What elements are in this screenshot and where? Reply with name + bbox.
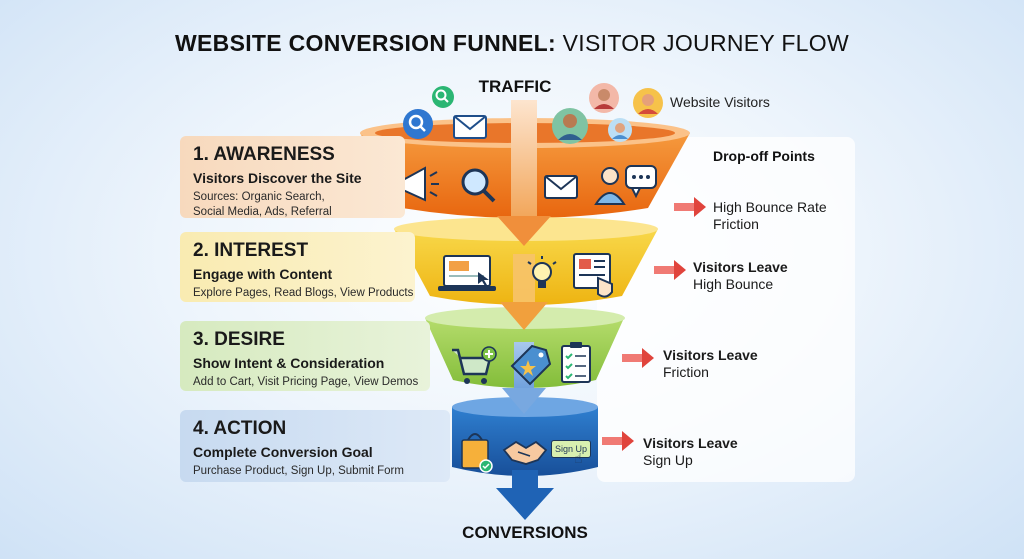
drop-off-line: Friction — [663, 364, 709, 380]
stage-subtitle: Complete Conversion Goal — [193, 444, 373, 460]
drop-off-line: Visitors Leave — [663, 347, 758, 363]
drop-off-arrow — [654, 260, 686, 280]
stage-action-card: 4. ACTION Complete Conversion Goal Purch… — [180, 410, 450, 482]
stage-detail: Purchase Product, Sign Up, Submit Form — [193, 465, 404, 477]
page-title: WEBSITE CONVERSION FUNNEL: VISITOR JOURN… — [0, 30, 1024, 57]
lightbulb-icon — [527, 256, 557, 288]
stage-detail: Sources: Organic Search, Social Media, A… — [193, 190, 405, 220]
stage-title: 4. ACTION — [193, 418, 287, 439]
drop-off-label: Visitors Leave High Bounce — [693, 259, 788, 293]
title-bold: WEBSITE CONVERSION FUNNEL: — [175, 30, 556, 56]
drop-off-arrow — [602, 431, 634, 451]
handshake-icon — [502, 440, 548, 465]
avatar-icon — [552, 108, 588, 144]
stage-subtitle: Engage with Content — [193, 266, 333, 282]
avatar-icon — [633, 88, 663, 118]
stage-detail: Explore Pages, Read Blogs, View Products — [193, 287, 414, 299]
stage-title: 1. AWARENESS — [193, 144, 335, 165]
drop-off-line: Visitors Leave — [693, 259, 788, 275]
drop-off-arrow — [674, 197, 706, 217]
avatar-icon — [589, 83, 619, 113]
drop-off-label: Visitors Leave Sign Up — [643, 435, 738, 469]
email-icon — [544, 175, 578, 199]
chat-icon — [625, 165, 657, 199]
checklist-icon — [561, 342, 591, 383]
stage-subtitle: Visitors Discover the Site — [193, 170, 362, 186]
stage-title: 2. INTEREST — [193, 240, 309, 261]
sign-up-button-label: Sign Up — [554, 444, 588, 454]
drop-off-label: High Bounce Rate Friction — [713, 199, 827, 233]
price-tag-icon — [510, 344, 552, 386]
drop-off-line: Visitors Leave — [643, 435, 738, 451]
avatar-icon — [594, 167, 626, 205]
email-icon — [453, 115, 487, 139]
stage-title: 3. DESIRE — [193, 329, 285, 350]
drop-off-line: High Bounce Rate — [713, 199, 827, 215]
drop-off-line: Sign Up — [643, 452, 693, 468]
shopping-bag-icon — [461, 433, 493, 473]
stage-subtitle: Show Intent & Consideration — [193, 355, 385, 371]
magnifier-icon — [461, 168, 496, 203]
drop-off-header: Drop-off Points — [713, 148, 815, 164]
stage-awareness-card: 1. AWARENESS Visitors Discover the Site … — [180, 136, 405, 218]
avatar-icon — [608, 118, 632, 142]
traffic-flow-arrow — [497, 100, 551, 414]
title-light: VISITOR JOURNEY FLOW — [562, 30, 849, 56]
drop-off-line: Friction — [713, 216, 759, 232]
website-visitors-label: Website Visitors — [670, 94, 770, 110]
sign-up-button[interactable]: Sign Up — [551, 440, 591, 458]
stage-detail-line: Sources: Organic Search, — [193, 191, 325, 203]
laptop-icon — [438, 255, 496, 291]
search-icon — [403, 109, 433, 139]
stage-interest-card: 2. INTEREST Engage with Content Explore … — [180, 232, 415, 302]
search-icon-small — [432, 86, 454, 108]
traffic-label: TRAFFIC — [478, 77, 552, 96]
drop-off-line: High Bounce — [693, 276, 774, 292]
stage-detail: Add to Cart, Visit Pricing Page, View De… — [193, 376, 419, 388]
stage-desire-card: 3. DESIRE Show Intent & Consideration Ad… — [180, 321, 430, 391]
conversions-label: CONVERSIONS — [462, 523, 588, 542]
cart-icon — [452, 346, 497, 384]
drop-off-arrow — [622, 348, 654, 368]
stage-detail-line: Social Media, Ads, Referral — [193, 206, 332, 218]
cursor-icon: ☝ — [574, 451, 583, 467]
drop-off-label: Visitors Leave Friction — [663, 347, 758, 381]
newspaper-icon — [573, 253, 613, 298]
conversion-arrow — [496, 470, 554, 520]
